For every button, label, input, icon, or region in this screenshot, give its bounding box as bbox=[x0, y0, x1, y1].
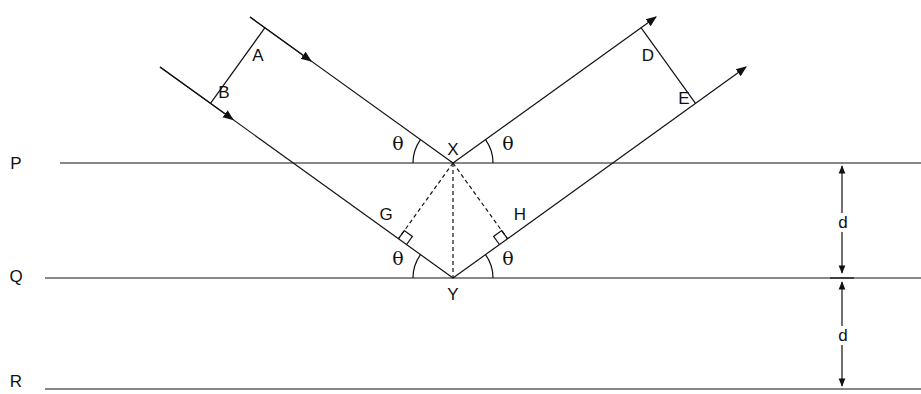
reflected-ray bbox=[453, 17, 656, 163]
plane-line bbox=[45, 388, 921, 389]
dimension-label: d bbox=[836, 326, 849, 345]
ray-label: D bbox=[640, 46, 656, 65]
reflected-ray bbox=[453, 67, 746, 278]
dimension-tick bbox=[830, 277, 854, 278]
point-label: G bbox=[377, 205, 394, 224]
point-label: X bbox=[445, 140, 460, 159]
angle-arc bbox=[413, 140, 421, 163]
angle-label: θ bbox=[390, 133, 405, 154]
right-angle-mark bbox=[399, 231, 413, 245]
angle-arc bbox=[486, 255, 494, 278]
plane-label: P bbox=[8, 154, 23, 173]
ray-arrow bbox=[160, 67, 233, 120]
wavefront-line bbox=[211, 28, 266, 104]
angle-label: θ bbox=[500, 248, 515, 269]
dimension-label: d bbox=[836, 213, 849, 232]
point-label: Y bbox=[445, 285, 460, 304]
plane-label: R bbox=[8, 372, 24, 391]
incident-ray bbox=[250, 17, 453, 163]
normal-dashed bbox=[452, 163, 453, 278]
perpendicular-dashed bbox=[453, 163, 508, 239]
angle-label: θ bbox=[500, 133, 515, 154]
ray-label: B bbox=[216, 83, 231, 102]
angle-arc bbox=[413, 255, 421, 278]
ray-label: A bbox=[250, 46, 265, 65]
plane-label: Q bbox=[7, 267, 24, 286]
plane-line bbox=[60, 162, 921, 163]
angle-arc bbox=[486, 140, 494, 163]
plane-line bbox=[45, 277, 921, 278]
incident-ray bbox=[160, 67, 453, 278]
right-angle-mark bbox=[494, 231, 508, 245]
point-label: H bbox=[512, 205, 528, 224]
perpendicular-dashed bbox=[399, 163, 454, 239]
ray-label: E bbox=[676, 89, 691, 108]
angle-label: θ bbox=[390, 248, 405, 269]
